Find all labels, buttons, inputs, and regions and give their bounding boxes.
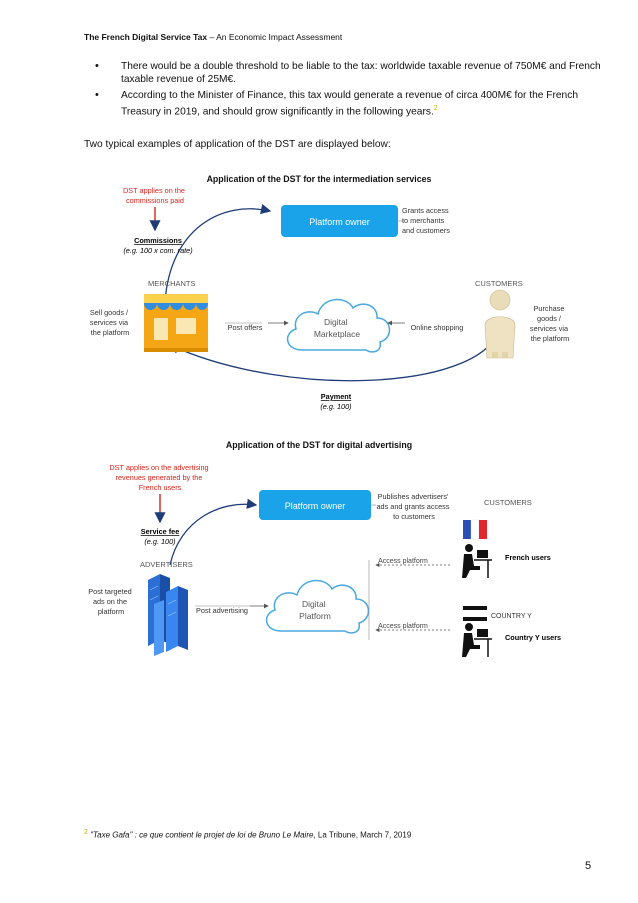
advertising-diagram: DST applies on the advertising revenues … (88, 463, 561, 657)
payment-label: Payment (321, 392, 352, 401)
cloud-icon (265, 579, 370, 634)
diagram2-caption: Application of the DST for digital adver… (225, 440, 413, 450)
user-at-desk-icon (462, 623, 492, 657)
intermediation-diagram: Platform owner Grants access to merchant… (90, 186, 570, 411)
digital-platform-label: Digital Platform (299, 599, 331, 621)
access-platform-label: Access platform (378, 623, 428, 630)
country-y-flag-icon (463, 606, 487, 621)
customers-label: CUSTOMERS (475, 279, 523, 288)
advertisers-label: ADVERTISERS (140, 560, 193, 569)
diagram1-caption: Application of the DST for the intermedi… (206, 174, 432, 184)
dst-note: DST applies on the advertising revenues … (109, 463, 210, 492)
bullet-text: According to the Minister of Finance, th… (121, 89, 578, 118)
service-fee-arrow (169, 498, 258, 566)
bullet-item: There would be a double threshold to be … (84, 60, 604, 87)
header-subtitle: – An Economic Impact Assessment (207, 32, 343, 42)
bullet-list: There would be a double threshold to be … (84, 60, 604, 121)
grants-text: Grants access to merchants and customers (402, 206, 451, 235)
service-fee-example: (e.g. 100) (144, 537, 175, 546)
commission-arrow (164, 203, 272, 303)
platform-owner-label: Platform owner (285, 501, 346, 511)
country-y-label: COUNTRY Y (491, 613, 532, 620)
merchants-label: MERCHANTS (148, 279, 196, 288)
footnote-number: 2 (84, 829, 88, 836)
france-flag-icon (463, 519, 487, 540)
buildings-icon (148, 574, 188, 656)
cloud-icon (286, 298, 391, 353)
french-users-label: French users (505, 553, 551, 562)
publishes-text: Publishes advertisers' ads and grants ac… (376, 492, 451, 521)
platform-owner-label: Platform owner (309, 217, 370, 227)
intro-paragraph: Two typical examples of application of t… (84, 139, 391, 150)
country-y-users-label: Country Y users (505, 633, 561, 642)
online-shopping-label: Online shopping (411, 323, 464, 332)
commissions-label: Commissions (134, 236, 182, 245)
customers-label: CUSTOMERS (484, 498, 532, 507)
page-header: The French Digital Service Tax – An Econ… (84, 32, 342, 42)
sell-text: Sell goods / services via the platform (90, 308, 130, 337)
bullet-item: According to the Minister of Finance, th… (84, 89, 604, 119)
page-number: 5 (585, 860, 592, 872)
footnote-title: "Taxe Gafa" : ce que contient le projet … (90, 830, 314, 840)
header-title: The French Digital Service Tax (84, 32, 208, 42)
post-advertising-label: Post advertising (196, 606, 248, 615)
post-targeted-text: Post targeted ads on the platform (88, 587, 133, 616)
payment-example: (e.g. 100) (320, 402, 351, 411)
platform-owner-box (281, 205, 398, 237)
post-offers-label: Post offers (228, 323, 263, 332)
user-at-desk-icon (462, 544, 492, 578)
commissions-example: (e.g. 100 x com. rate) (123, 246, 192, 255)
footnote-source: , La Tribune, March 7, 2019 (313, 830, 412, 840)
person-icon (484, 289, 516, 359)
bullet-text: There would be a double threshold to be … (121, 61, 601, 86)
footnote: 2 "Taxe Gafa" : ce que contient le proje… (84, 829, 411, 840)
footnote-ref[interactable]: 2 (433, 104, 438, 112)
shop-icon (144, 294, 208, 352)
purchase-text: Purchase goods / services via the platfo… (530, 304, 570, 343)
dst-note: DST applies on the commissions paid (123, 186, 187, 205)
service-fee-label: Service fee (141, 527, 180, 536)
access-platform-label: Access platform (378, 558, 428, 565)
digital-marketplace-label: Digital Marketplace (314, 317, 361, 339)
platform-owner-box (259, 490, 371, 520)
